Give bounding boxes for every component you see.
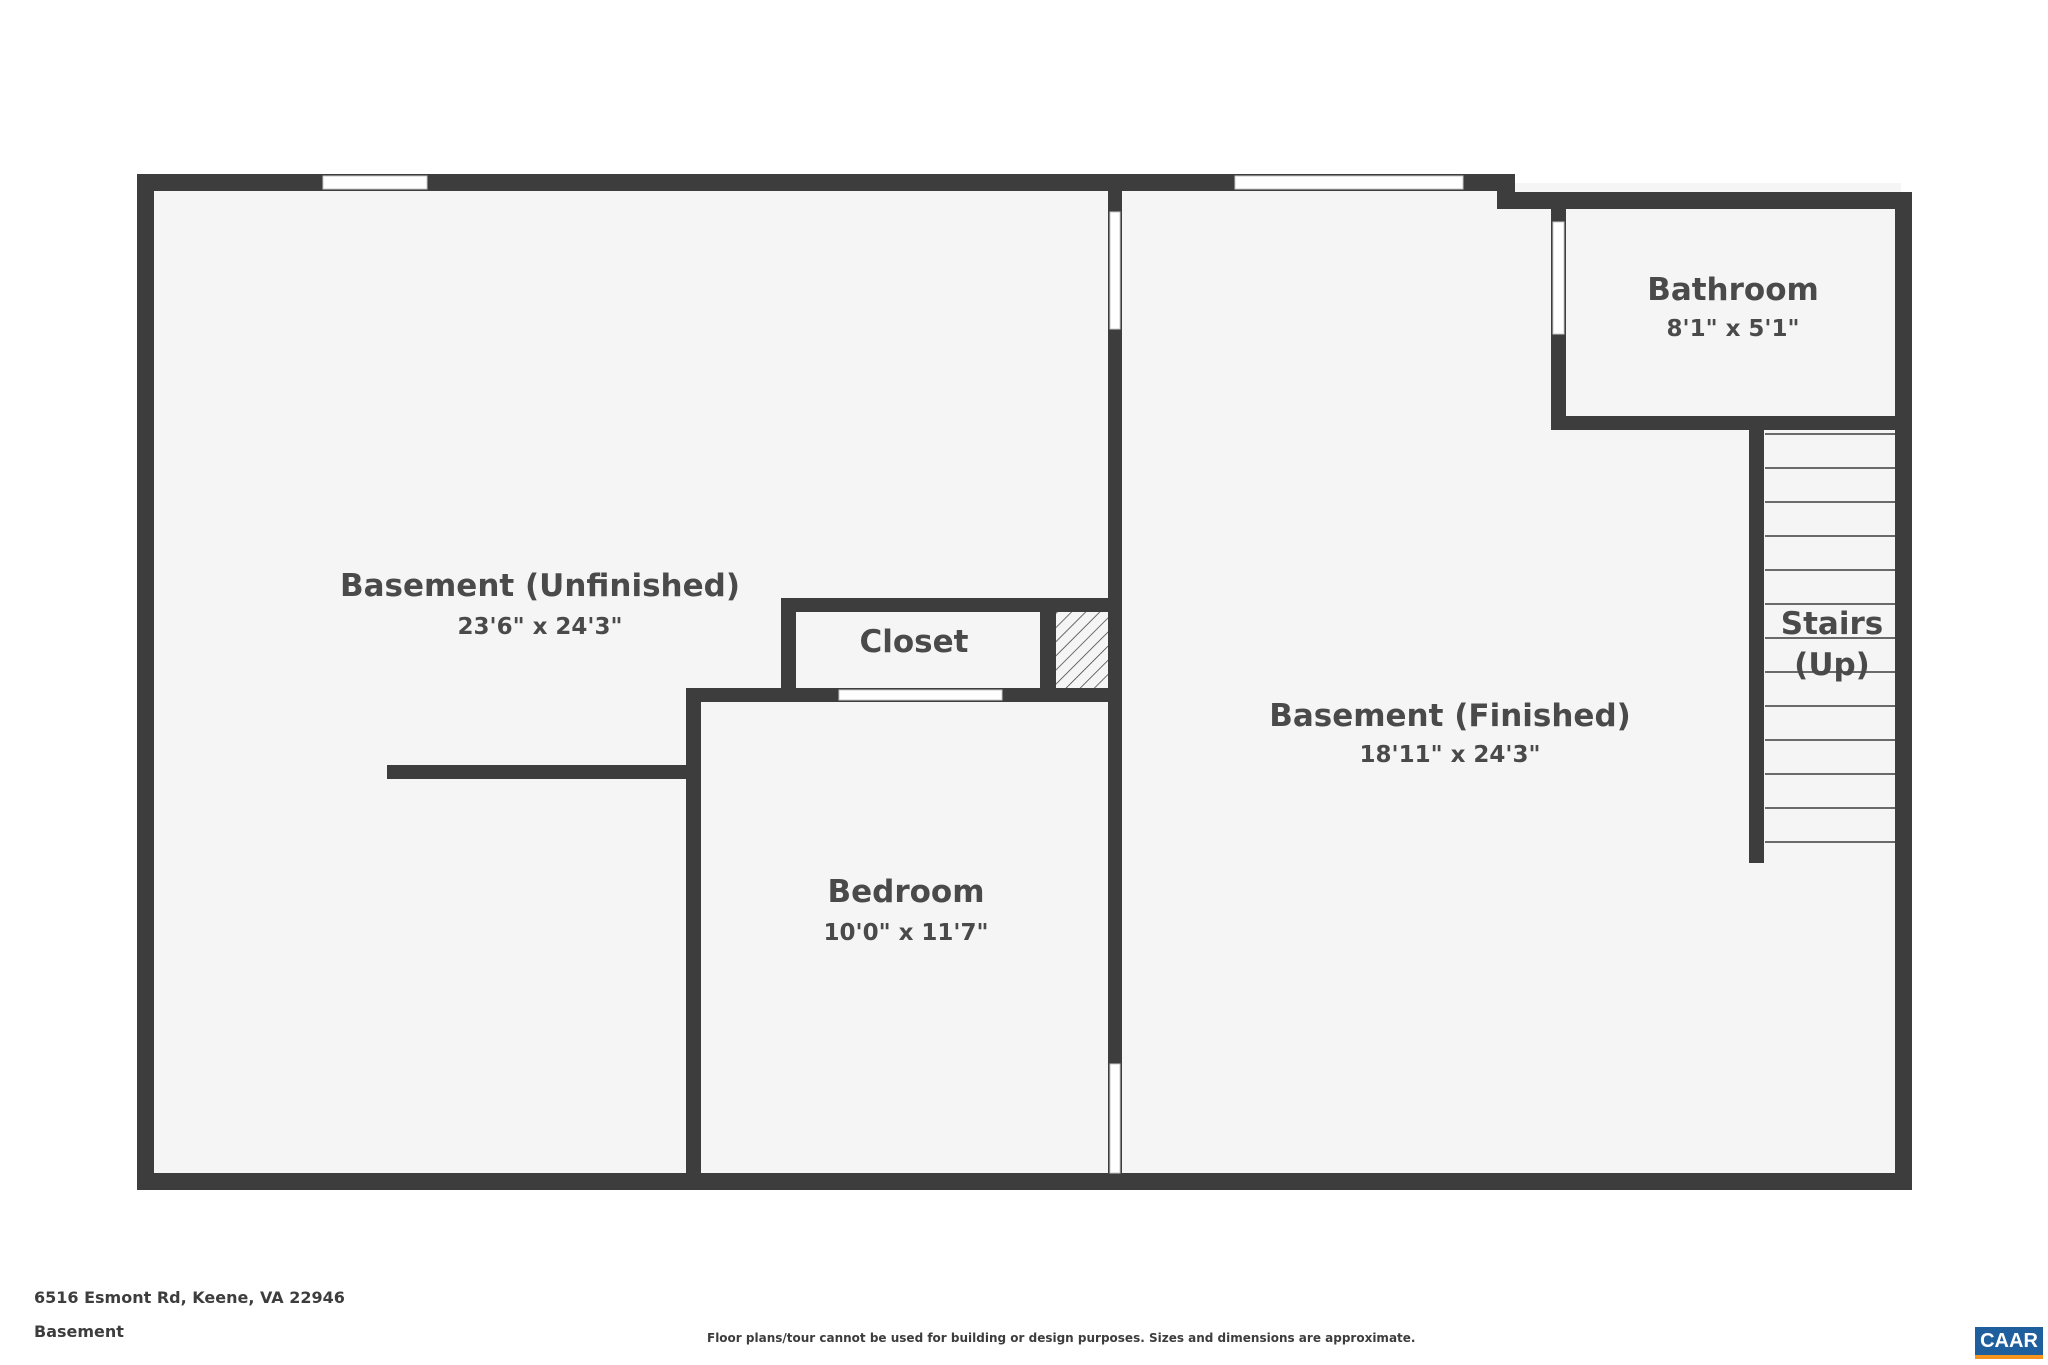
room-name-bathroom: Bathroom	[1647, 272, 1819, 308]
property-address: 6516 Esmont Rd, Keene, VA 22946	[34, 1288, 345, 1307]
floor-bathroom	[1553, 200, 1901, 426]
window-top-left	[322, 175, 428, 190]
room-dims-unfinished: 23'6" x 24'3"	[457, 614, 623, 640]
room-name-bedroom: Bedroom	[827, 874, 985, 910]
floor-level-label: Basement	[34, 1322, 124, 1341]
room-name-finished: Basement (Finished)	[1269, 698, 1631, 734]
stairs-label-line1: Stairs	[1780, 606, 1884, 642]
openings	[322, 175, 1565, 1174]
door-divider-upper	[1109, 211, 1121, 330]
door-divider-lower	[1109, 1063, 1121, 1174]
stairs-label-line2: (Up)	[1794, 647, 1870, 683]
room-dims-finished: 18'11" x 24'3"	[1359, 742, 1541, 768]
window-top-right	[1234, 175, 1464, 190]
caar-logo: CAAR	[1975, 1327, 2043, 1359]
room-name-unfinished: Basement (Unfinished)	[339, 568, 741, 604]
floor-unfinished	[145, 183, 1118, 1179]
hatched-chase	[1055, 611, 1108, 692]
room-dims-bathroom: 8'1" x 5'1"	[1666, 316, 1800, 342]
door-bathroom	[1552, 221, 1565, 335]
disclaimer: Floor plans/tour cannot be used for buil…	[707, 1331, 1416, 1345]
room-name-closet: Closet	[859, 624, 969, 660]
door-closet	[838, 689, 1003, 701]
room-dims-bedroom: 10'0" x 11'7"	[823, 920, 989, 946]
stair-treads	[1765, 433, 1898, 843]
